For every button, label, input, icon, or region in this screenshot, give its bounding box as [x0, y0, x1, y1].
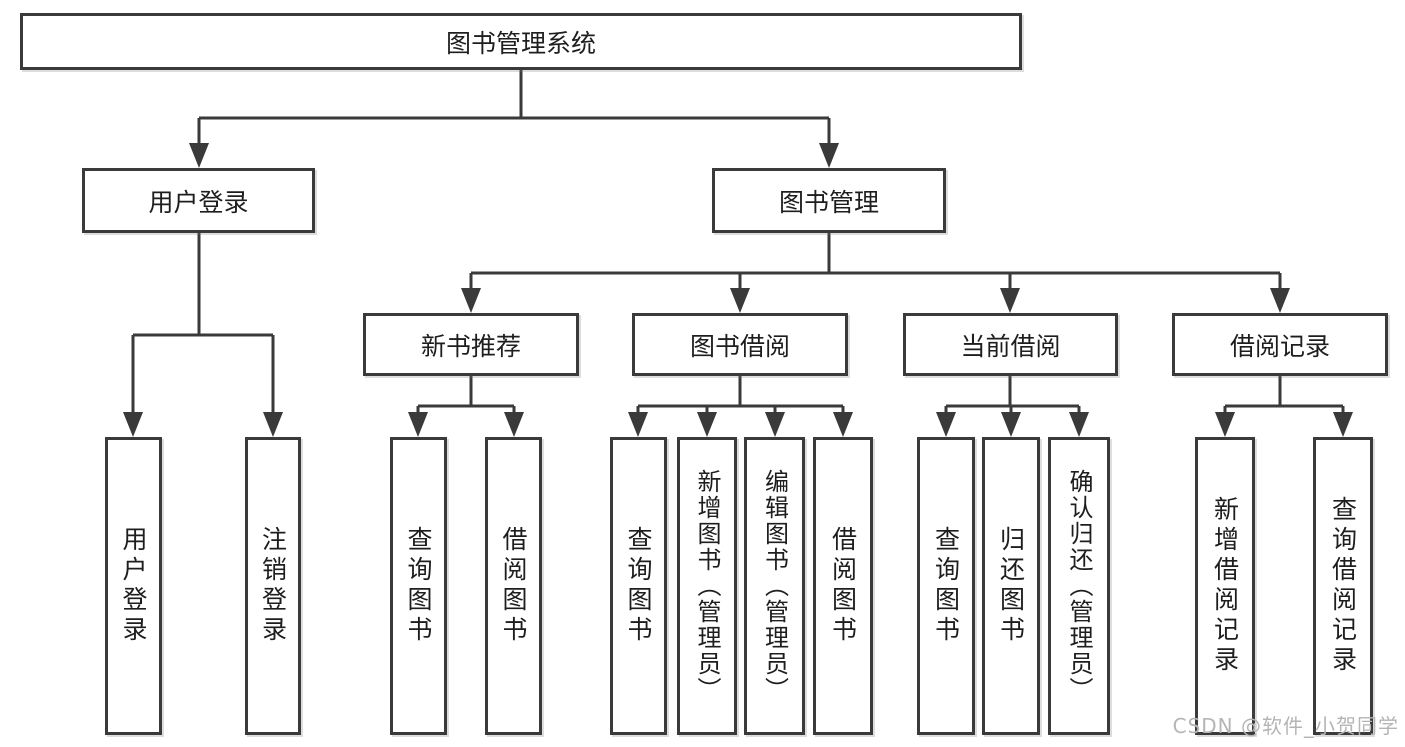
leaf-query-books-borrowing: 查询图书 [610, 437, 667, 735]
node-book-borrowing: 图书借阅 [632, 313, 848, 376]
leaf-add-books-admin: 新增图书（管理员） [677, 437, 737, 735]
leaf-edit-books-admin: 编辑图书（管理员） [744, 437, 805, 735]
leaf-confirm-return-admin: 确认归还（管理员） [1048, 437, 1110, 735]
csdn-watermark: CSDN @软件_小贺同学 [1172, 714, 1399, 738]
leaf-logout-login: 注销登录 [245, 437, 301, 735]
leaf-borrow-books-borrowing: 借阅图书 [813, 437, 873, 735]
leaf-query-books-current: 查询图书 [917, 437, 975, 735]
leaf-add-borrow-record: 新增借阅记录 [1195, 437, 1255, 735]
node-borrowing-records: 借阅记录 [1172, 313, 1388, 376]
leaf-user-login: 用户登录 [105, 437, 162, 735]
leaf-query-books-recommend: 查询图书 [390, 437, 447, 735]
node-book-management: 图书管理 [712, 168, 946, 233]
node-library-management-system: 图书管理系统 [20, 13, 1022, 70]
node-new-book-recommendation: 新书推荐 [363, 313, 579, 376]
node-user-login: 用户登录 [82, 168, 315, 233]
node-current-borrowing: 当前借阅 [903, 313, 1118, 376]
leaf-query-borrow-record: 查询借阅记录 [1313, 437, 1373, 735]
leaf-return-books: 归还图书 [982, 437, 1040, 735]
leaf-borrow-books-recommend: 借阅图书 [485, 437, 542, 735]
